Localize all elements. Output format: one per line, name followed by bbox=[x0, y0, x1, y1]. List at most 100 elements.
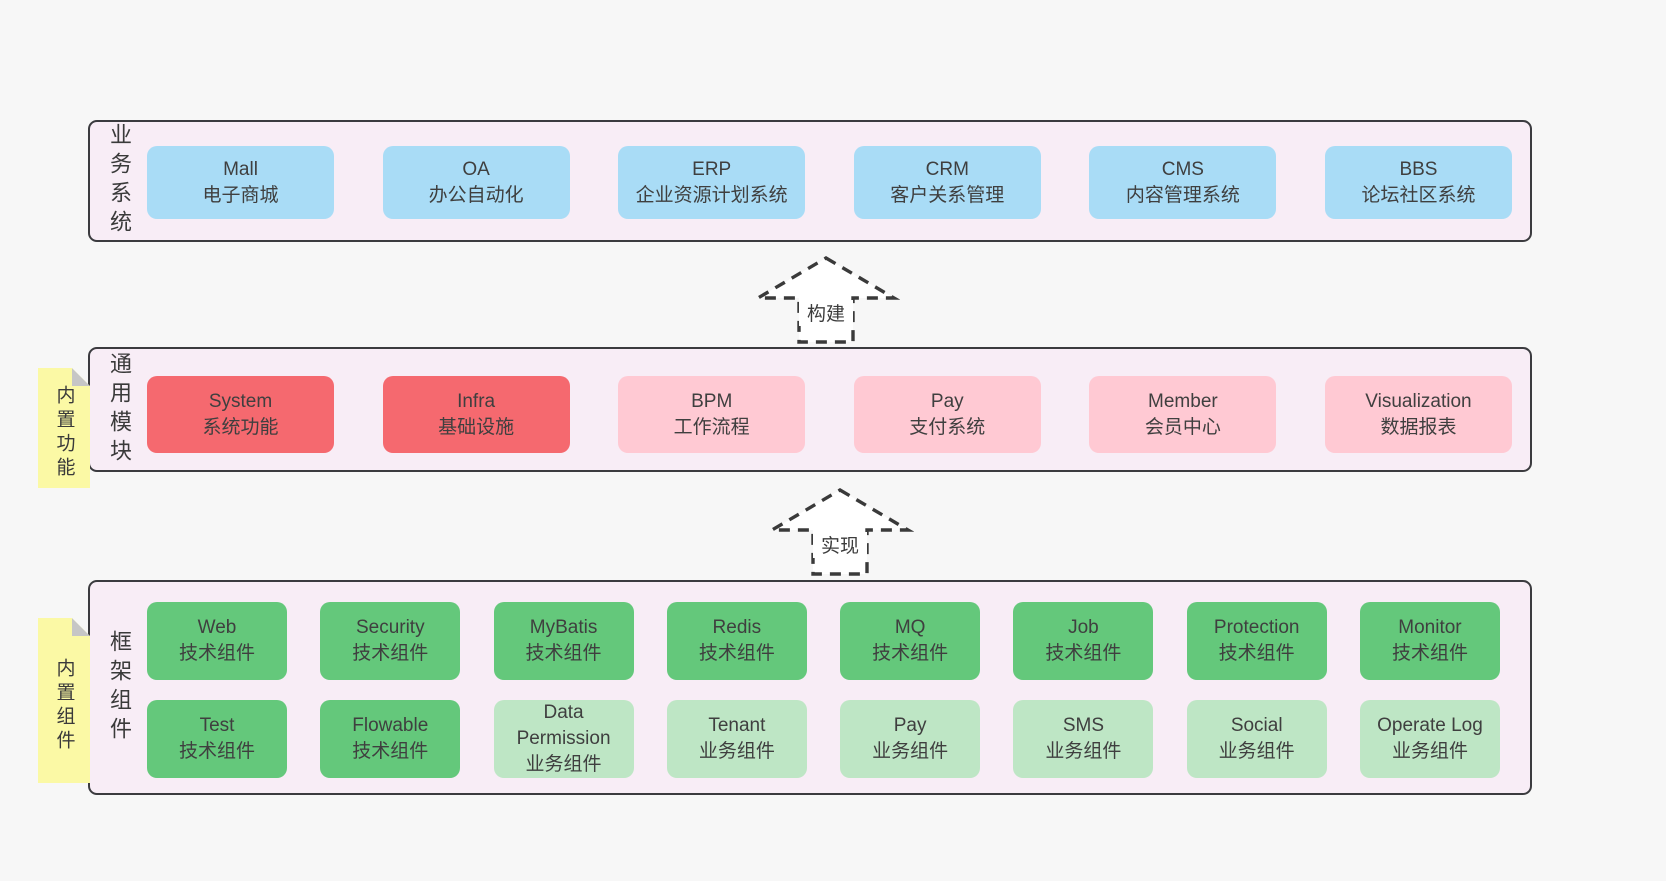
component-box-security: Security 技术组件 bbox=[320, 602, 461, 680]
component-box-pay: Pay 业务组件 bbox=[840, 700, 981, 778]
box-title: CRM bbox=[925, 158, 969, 180]
box-title: Tenant bbox=[708, 715, 766, 736]
box-title: Protection bbox=[1213, 617, 1300, 638]
band-business-systems: 业务系统 Mall 电子商城 OA 办公自动化 ERP 企业资源计划系统 CRM… bbox=[88, 120, 1532, 242]
component-box-web: Web 技术组件 bbox=[147, 602, 287, 680]
sticky-note-built-in-features: 内置功能 bbox=[38, 368, 90, 488]
component-box-job: Job 技术组件 bbox=[1013, 602, 1154, 680]
box-subtitle: 数据报表 bbox=[1380, 416, 1457, 438]
module-box-pay: Pay 支付系统 bbox=[853, 376, 1041, 453]
box-title: BPM bbox=[691, 390, 733, 412]
box-title: Pay bbox=[930, 390, 964, 412]
box-subtitle: 业务组件 bbox=[525, 754, 602, 775]
box-title: Security bbox=[355, 617, 425, 638]
box-subtitle: 技术组件 bbox=[352, 643, 429, 664]
box-subtitle: 技术组件 bbox=[872, 643, 949, 664]
box-subtitle: 办公自动化 bbox=[428, 184, 524, 206]
box-subtitle: 论坛社区系统 bbox=[1361, 184, 1476, 206]
box-subtitle: 业务组件 bbox=[1391, 741, 1468, 762]
box-subtitle: 业务组件 bbox=[1218, 741, 1295, 762]
band-common-modules: 通用模块 System 系统功能 Infra 基础设施 BPM 工作流程 Pay… bbox=[88, 347, 1532, 472]
box-title: BBS bbox=[1399, 158, 1438, 180]
component-box-monitor: Monitor 技术组件 bbox=[1359, 602, 1500, 680]
box-subtitle: 技术组件 bbox=[1218, 643, 1295, 664]
box-title: Member bbox=[1148, 390, 1218, 412]
box-title: Operate Log bbox=[1377, 715, 1483, 736]
box-subtitle: 工作流程 bbox=[673, 416, 750, 438]
module-box-visualization: Visualization 数据报表 bbox=[1324, 376, 1512, 453]
box-subtitle: 企业资源计划系统 bbox=[635, 184, 788, 206]
system-box-erp: ERP 企业资源计划系统 bbox=[618, 146, 806, 219]
system-box-crm: CRM 客户关系管理 bbox=[853, 146, 1041, 219]
component-box-sms: SMS 业务组件 bbox=[1013, 700, 1154, 778]
box-subtitle: 技术组件 bbox=[525, 643, 602, 664]
box-title: Mall bbox=[223, 158, 258, 180]
arrow-implement-label: 实现 bbox=[821, 535, 859, 557]
box-subtitle: 基础设施 bbox=[438, 416, 515, 438]
band-business-systems-label: 业务系统 bbox=[107, 123, 132, 239]
box-subtitle: 会员中心 bbox=[1144, 416, 1221, 438]
component-box-operate-log: Operate Log 业务组件 bbox=[1359, 700, 1500, 778]
band-common-modules-label: 通用模块 bbox=[107, 351, 132, 468]
box-title: System bbox=[208, 390, 273, 412]
component-box-mybatis: MyBatis 技术组件 bbox=[493, 602, 634, 680]
box-title: Web bbox=[197, 617, 237, 638]
box-title: Monitor bbox=[1398, 617, 1462, 638]
box-subtitle: 技术组件 bbox=[352, 741, 429, 762]
box-subtitle: 技术组件 bbox=[178, 741, 255, 762]
sticky-note-built-in-components: 内置组件 bbox=[38, 618, 90, 783]
box-title: Infra bbox=[457, 390, 496, 412]
module-box-member: Member 会员中心 bbox=[1089, 376, 1277, 453]
box-title: SMS bbox=[1062, 715, 1104, 736]
box-subtitle: 业务组件 bbox=[1045, 741, 1122, 762]
arrow-implement: 实现 bbox=[765, 486, 915, 583]
box-title: Social bbox=[1230, 715, 1283, 736]
component-box-protection: Protection 技术组件 bbox=[1186, 602, 1327, 680]
component-box-social: Social 业务组件 bbox=[1186, 700, 1327, 778]
box-title: ERP bbox=[692, 158, 732, 180]
box-title: Test bbox=[199, 715, 235, 736]
box-subtitle: 技术组件 bbox=[1045, 643, 1122, 664]
box-subtitle: 技术组件 bbox=[1391, 643, 1468, 664]
system-box-cms: CMS 内容管理系统 bbox=[1089, 146, 1277, 219]
system-box-mall: Mall 电子商城 bbox=[147, 146, 334, 219]
component-box-data-permission: Data Permission 业务组件 bbox=[493, 700, 634, 778]
box-title: MyBatis bbox=[529, 617, 598, 638]
box-title: OA bbox=[462, 158, 490, 180]
arrow-build-label: 构建 bbox=[807, 303, 845, 325]
box-title: Flowable bbox=[352, 715, 429, 736]
component-box-flowable: Flowable 技术组件 bbox=[320, 700, 461, 778]
box-subtitle: 内容管理系统 bbox=[1125, 184, 1240, 206]
box-title: Data Permission bbox=[516, 702, 611, 749]
box-title: Redis bbox=[712, 617, 762, 638]
box-subtitle: 技术组件 bbox=[698, 643, 775, 664]
component-box-test: Test 技术组件 bbox=[147, 700, 287, 778]
arrow-label-bg bbox=[813, 532, 867, 558]
component-box-tenant: Tenant 业务组件 bbox=[666, 700, 807, 778]
system-box-oa: OA 办公自动化 bbox=[382, 146, 570, 219]
box-subtitle: 客户关系管理 bbox=[890, 184, 1005, 206]
box-subtitle: 业务组件 bbox=[872, 741, 949, 762]
box-title: MQ bbox=[894, 617, 926, 638]
box-title: CMS bbox=[1161, 158, 1204, 180]
box-subtitle: 技术组件 bbox=[178, 643, 255, 664]
box-subtitle: 业务组件 bbox=[698, 741, 775, 762]
box-subtitle: 电子商城 bbox=[202, 184, 279, 206]
arrow-build: 构建 bbox=[751, 254, 901, 351]
module-box-system: System 系统功能 bbox=[147, 376, 334, 453]
component-box-mq: MQ 技术组件 bbox=[840, 602, 981, 680]
band-framework-components-label: 框架组件 bbox=[107, 629, 132, 746]
system-box-bbs: BBS 论坛社区系统 bbox=[1324, 146, 1512, 219]
sticky-note-text: 内置组件 bbox=[53, 657, 75, 754]
band-framework-components: 框架组件 Web 技术组件 Security 技术组件 MyBatis 技术组件… bbox=[88, 580, 1532, 795]
arrow-label-bg bbox=[799, 300, 853, 326]
box-title: Visualization bbox=[1365, 390, 1472, 412]
box-title: Pay bbox=[893, 715, 927, 736]
box-subtitle: 支付系统 bbox=[909, 416, 986, 438]
module-box-bpm: BPM 工作流程 bbox=[618, 376, 806, 453]
module-box-infra: Infra 基础设施 bbox=[382, 376, 570, 453]
sticky-note-text: 内置功能 bbox=[53, 385, 75, 481]
box-title: Job bbox=[1068, 617, 1099, 638]
box-subtitle: 系统功能 bbox=[202, 416, 279, 438]
component-box-redis: Redis 技术组件 bbox=[666, 602, 807, 680]
